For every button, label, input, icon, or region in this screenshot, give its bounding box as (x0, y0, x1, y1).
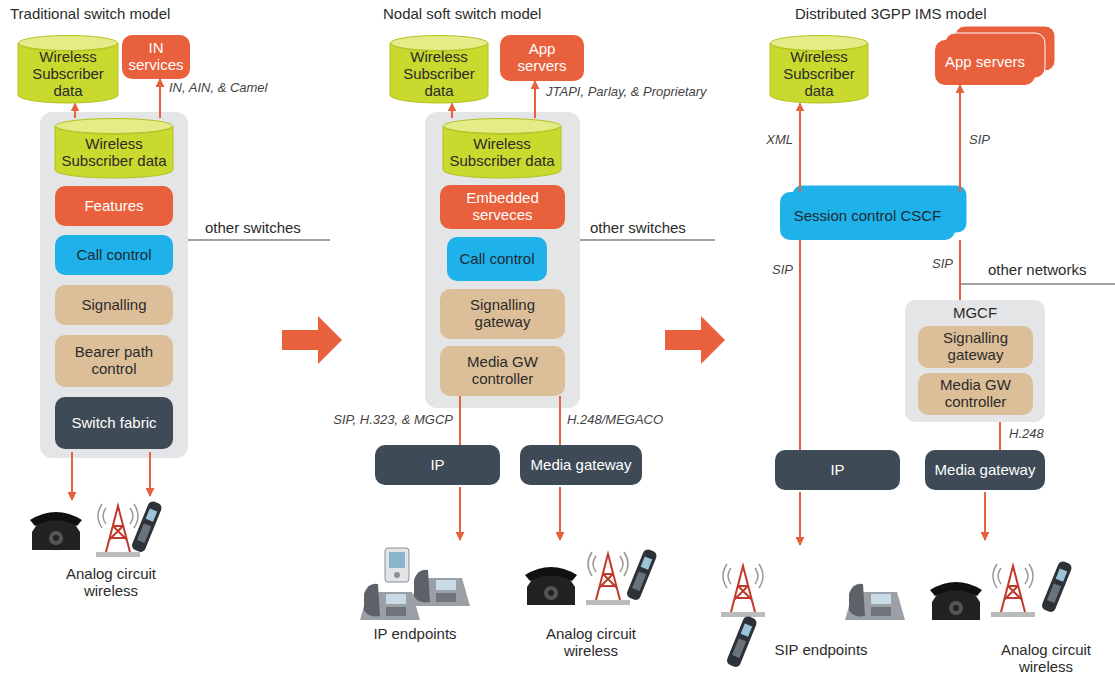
function-box: Bearer path control (55, 335, 173, 387)
control-box: Session control CSCF (780, 192, 955, 240)
node-text: Embedded serveces (446, 190, 559, 224)
control-box: Call control (447, 237, 547, 281)
database-cylinder: Wireless Subscriber data (770, 35, 868, 103)
connector (799, 103, 801, 192)
database-cylinder: Wireless Subscriber data (390, 35, 488, 103)
service-box: App servers (500, 35, 584, 81)
trunk-line (580, 239, 715, 240)
trunk-label: other networks (988, 262, 1086, 279)
node-text: Media GW controller (446, 354, 559, 388)
node-text: Call control (459, 251, 534, 268)
transport-box: IP (375, 445, 500, 485)
node-text: Wireless Subscriber data (61, 136, 167, 170)
node-text: Media gateway (935, 462, 1036, 479)
protocol-label: JTAPI, Parlay, & Proprietary (545, 84, 708, 99)
trunk-label: other switches (590, 220, 686, 237)
function-box: Media GW controller (918, 373, 1033, 415)
node-text: Wireless Subscriber data (24, 49, 112, 99)
endpoint-label: Analog circuit wireless (985, 642, 1107, 676)
protocol-label: SIP (931, 256, 954, 271)
node-text: Bearer path control (61, 344, 167, 378)
node-text: Session control CSCF (794, 208, 942, 225)
transport-box: Media gateway (925, 450, 1045, 490)
connector (74, 103, 76, 118)
transport-box: IP (775, 450, 900, 490)
connector (451, 103, 453, 118)
node-text: App servers (506, 41, 578, 75)
protocol-label: H.248/MEGACO (566, 412, 664, 427)
group-panel: MGCF Signalling gatewayMedia GW controlle… (905, 300, 1045, 422)
service-box: Embedded serveces (440, 185, 565, 229)
node-text: Features (84, 198, 143, 215)
service-box: Features (55, 186, 173, 226)
softswitch-panel (425, 112, 580, 408)
protocol-label: SIP (968, 132, 991, 147)
node-text: IP (430, 457, 444, 474)
connector (959, 85, 961, 192)
protocol-label: IN, AIN, & Camel (168, 80, 268, 95)
connector (534, 81, 536, 118)
service-box: App servers (935, 40, 1035, 85)
column-heading: Traditional switch model (10, 6, 170, 23)
connector (159, 79, 161, 118)
transport-box: Media gateway (520, 445, 642, 485)
connector (559, 396, 561, 445)
database-cylinder: Wireless Subscriber data (55, 118, 173, 178)
service-box: IN services (122, 35, 190, 79)
protocol-label: H.248 (1008, 426, 1045, 441)
node-text: Wireless Subscriber data (396, 49, 482, 99)
function-box: Signalling (55, 285, 173, 325)
database-cylinder: Wireless Subscriber data (18, 35, 118, 103)
protocol-label: SIP (771, 262, 794, 277)
endpoint-label: Analog circuit wireless (50, 566, 172, 600)
trunk-label: other switches (205, 220, 301, 237)
transport-box: Switch fabric (55, 397, 173, 449)
endpoint-label: SIP endpoints (760, 642, 882, 659)
node-text: Wireless Subscriber data (776, 49, 862, 99)
function-box: Media GW controller (440, 346, 565, 396)
function-box: Signalling gateway (918, 326, 1033, 368)
protocol-label: XML (765, 132, 794, 147)
column-heading: Distributed 3GPP IMS model (795, 6, 986, 23)
node-text: Switch fabric (71, 415, 156, 432)
column-heading: Nodal soft switch model (383, 6, 541, 23)
transition-arrow (665, 316, 725, 364)
trunk-line (960, 283, 1115, 284)
node-text: Wireless Subscriber data (449, 136, 555, 170)
database-cylinder: Wireless Subscriber data (443, 118, 561, 178)
connector (459, 396, 461, 445)
trunk-line (188, 239, 330, 240)
node-text: Signalling gateway (446, 297, 559, 331)
node-text: IP (830, 462, 844, 479)
protocol-label: SIP, H.323, & MGCP (332, 412, 454, 427)
endpoint-label: IP endpoints (354, 626, 476, 643)
control-box: Call control (55, 235, 173, 275)
endpoint-icons (30, 500, 1073, 668)
node-text: Signalling (81, 297, 146, 314)
node-text: MGCF (953, 305, 997, 322)
switch-panel (40, 112, 188, 458)
connector (959, 240, 961, 300)
node-text: IN services (128, 40, 184, 74)
node-text: Media gateway (531, 457, 632, 474)
node-text: Call control (76, 247, 151, 264)
function-box: Signalling gateway (440, 289, 565, 339)
endpoint-label: Analog circuit wireless (530, 626, 652, 660)
transition-arrow (282, 316, 342, 364)
node-text: App servers (945, 54, 1025, 71)
node-text: Media GW controller (924, 377, 1027, 411)
connector (799, 240, 801, 450)
node-text: Signalling gateway (924, 330, 1027, 364)
